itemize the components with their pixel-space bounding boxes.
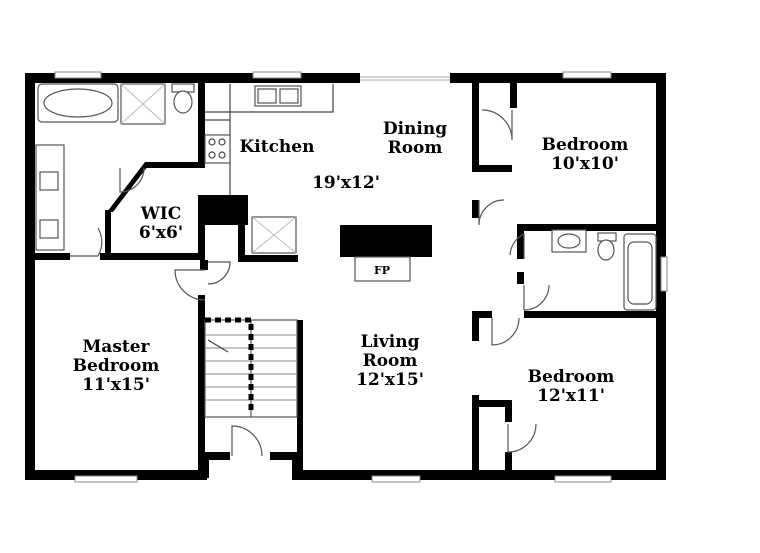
bottom-bedroom-door: [491, 317, 520, 346]
doors: [70, 109, 550, 457]
living-label-line1: Living: [361, 332, 420, 352]
entry-door: [231, 425, 263, 457]
bedroom-bottom-size: 12'x11': [537, 386, 605, 406]
room-labels: Kitchen Dining Room 19'x12' Bedroom 10'x…: [73, 119, 629, 406]
fireplace-label: FP: [374, 264, 390, 277]
wic-door: [119, 167, 145, 193]
closet-door: [207, 261, 231, 285]
master-size: 11'x15': [82, 375, 150, 395]
hall-closet-door: [478, 199, 505, 226]
master-bedroom-door: [174, 269, 206, 301]
living-size: 12'x15': [356, 370, 424, 390]
living-label-line2: Room: [363, 351, 418, 371]
bedroom-bottom-label: Bedroom: [528, 367, 615, 387]
bedroom-top-size: 10'x10': [551, 154, 619, 174]
bottom-closet-door: [507, 423, 537, 453]
windows: [54, 71, 668, 483]
dining-label-line1: Dining: [383, 119, 447, 139]
stove: [204, 134, 231, 164]
wic-size: 6'x6': [139, 223, 183, 243]
dining-size: 19'x12': [312, 173, 380, 193]
wic-label: WIC: [140, 204, 182, 224]
master-bath-door: [70, 227, 103, 257]
top-bedroom-door: [481, 109, 513, 141]
master-label-line1: Master: [82, 337, 150, 357]
interior-walls: [32, 80, 662, 477]
master-label-line2: Bedroom: [73, 356, 160, 376]
dining-label-line2: Room: [388, 138, 443, 158]
linen-door: [523, 284, 550, 311]
fixtures: [35, 83, 657, 418]
kitchen-label: Kitchen: [240, 137, 315, 157]
fireplace-hearth: [354, 256, 411, 282]
hall-bath-door: [509, 233, 525, 259]
bedroom-top-label: Bedroom: [542, 135, 629, 155]
